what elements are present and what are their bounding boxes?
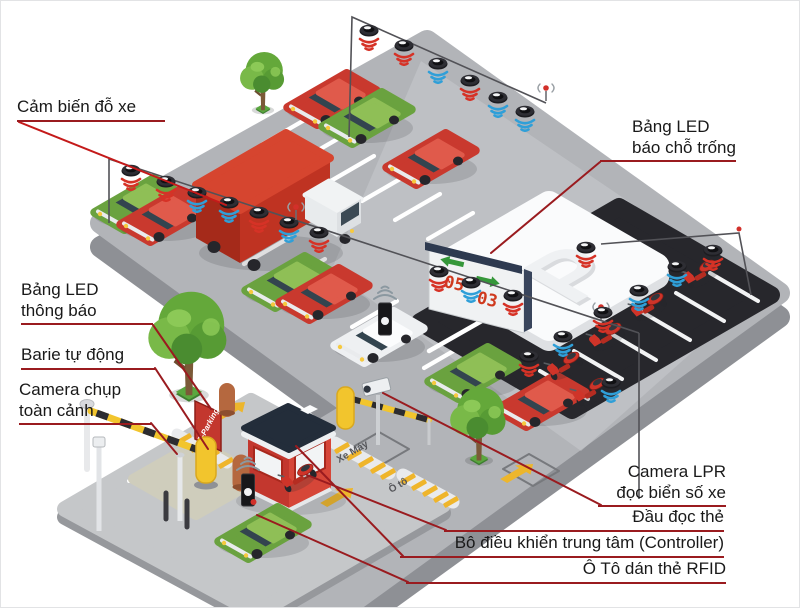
tree-icon xyxy=(240,51,285,115)
parking-sensors xyxy=(121,24,742,402)
label-line: Bảng LED xyxy=(632,117,710,136)
rfid-tag-icon xyxy=(373,285,397,336)
label-controller: Bô điều khiển trung tâm (Controller) xyxy=(400,533,724,558)
tree-icon xyxy=(148,291,227,403)
label-led-vacancy-board: Bảng LED báo chỗ trống xyxy=(600,117,736,163)
parked-vehicles-left-row xyxy=(93,129,587,427)
white-car-rfid xyxy=(333,285,425,364)
label-line: Camera chụp xyxy=(19,380,122,399)
roof-equipment xyxy=(300,405,318,414)
label-line: Camera LPR xyxy=(627,462,726,481)
led-arrow-left-icon xyxy=(440,255,465,268)
booth-sign: T-Parking xyxy=(194,399,222,456)
label-panorama-camera: Camera chụp toàn cảnh xyxy=(19,380,151,426)
occupied-sensor-icon xyxy=(359,24,379,50)
antenna-icon xyxy=(537,83,555,102)
label-auto-barrier: Barie tự động xyxy=(21,345,155,370)
label-lpr-camera: Camera LPR đọc biển số xe xyxy=(598,462,726,508)
label-rfid-car: Ô Tô dán thẻ RFID xyxy=(406,559,726,584)
entry-barrier xyxy=(336,386,432,445)
exit-barrier xyxy=(79,399,218,490)
label-line: đọc biển số xe xyxy=(616,482,726,502)
lpr-camera xyxy=(361,377,392,445)
label-line: thông báo xyxy=(21,300,97,320)
label-parking-sensor: Cảm biến đỗ xe xyxy=(17,97,165,122)
rfid-tag-icon xyxy=(236,456,260,507)
label-line: báo chỗ trống xyxy=(632,137,736,157)
label-line: Bảng LED xyxy=(21,280,99,299)
label-led-notice-board: Bảng LED thông báo xyxy=(21,280,153,326)
led-vacancy-board: 05 03 xyxy=(425,242,532,334)
label-line: toàn cảnh xyxy=(19,400,94,420)
led-arrow-right-icon xyxy=(475,275,500,288)
green-car-rfid xyxy=(217,456,309,560)
panorama-camera-pole xyxy=(92,436,190,531)
callout-lines xyxy=(18,121,602,583)
label-card-reader: Đầu đọc thẻ xyxy=(444,507,724,532)
